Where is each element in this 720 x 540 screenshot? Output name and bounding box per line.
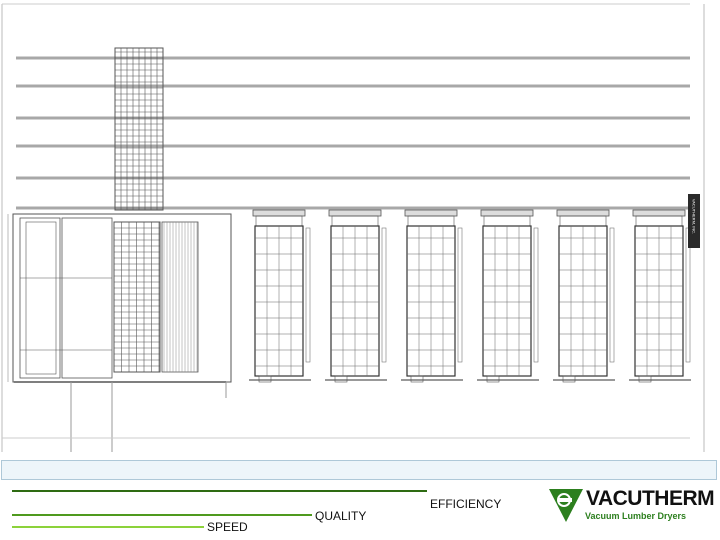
dryer-chamber [629,209,691,383]
vacutherm-logo: VACUTHERM Vacuum Lumber Dryers [548,487,718,527]
dryer-chamber [401,209,463,383]
logo-tagline: Vacuum Lumber Dryers [585,511,687,521]
ribbon-quality [12,514,312,516]
dryer-chamber [553,209,615,383]
ribbon-label-speed: SPEED [207,520,248,534]
logo-v-mark-icon [549,489,583,522]
ribbon-speed [12,526,204,528]
side-tab-text: VACUTHERM, INC. [691,198,697,235]
lattice-tower [114,47,164,211]
loader-frame [7,213,232,452]
dryer-chamber [249,209,311,383]
ribbon-label-quality: QUALITY [315,509,367,523]
caption-bar [1,460,717,480]
ribbon-label-efficiency: EFFICIENCY [430,497,502,511]
ribbon-efficiency [12,490,427,492]
dryer-chamber [477,209,539,383]
drawing-frame [1,3,705,452]
dryer-chambers [249,209,691,383]
dryer-chamber [325,209,387,383]
drawing-title-tab: VACUTHERM, INC. [688,194,700,248]
rail-lines [16,56,690,210]
vacuum-kiln-plan-drawing [1,3,705,452]
logo-wordmark: VACUTHERM [586,487,715,510]
